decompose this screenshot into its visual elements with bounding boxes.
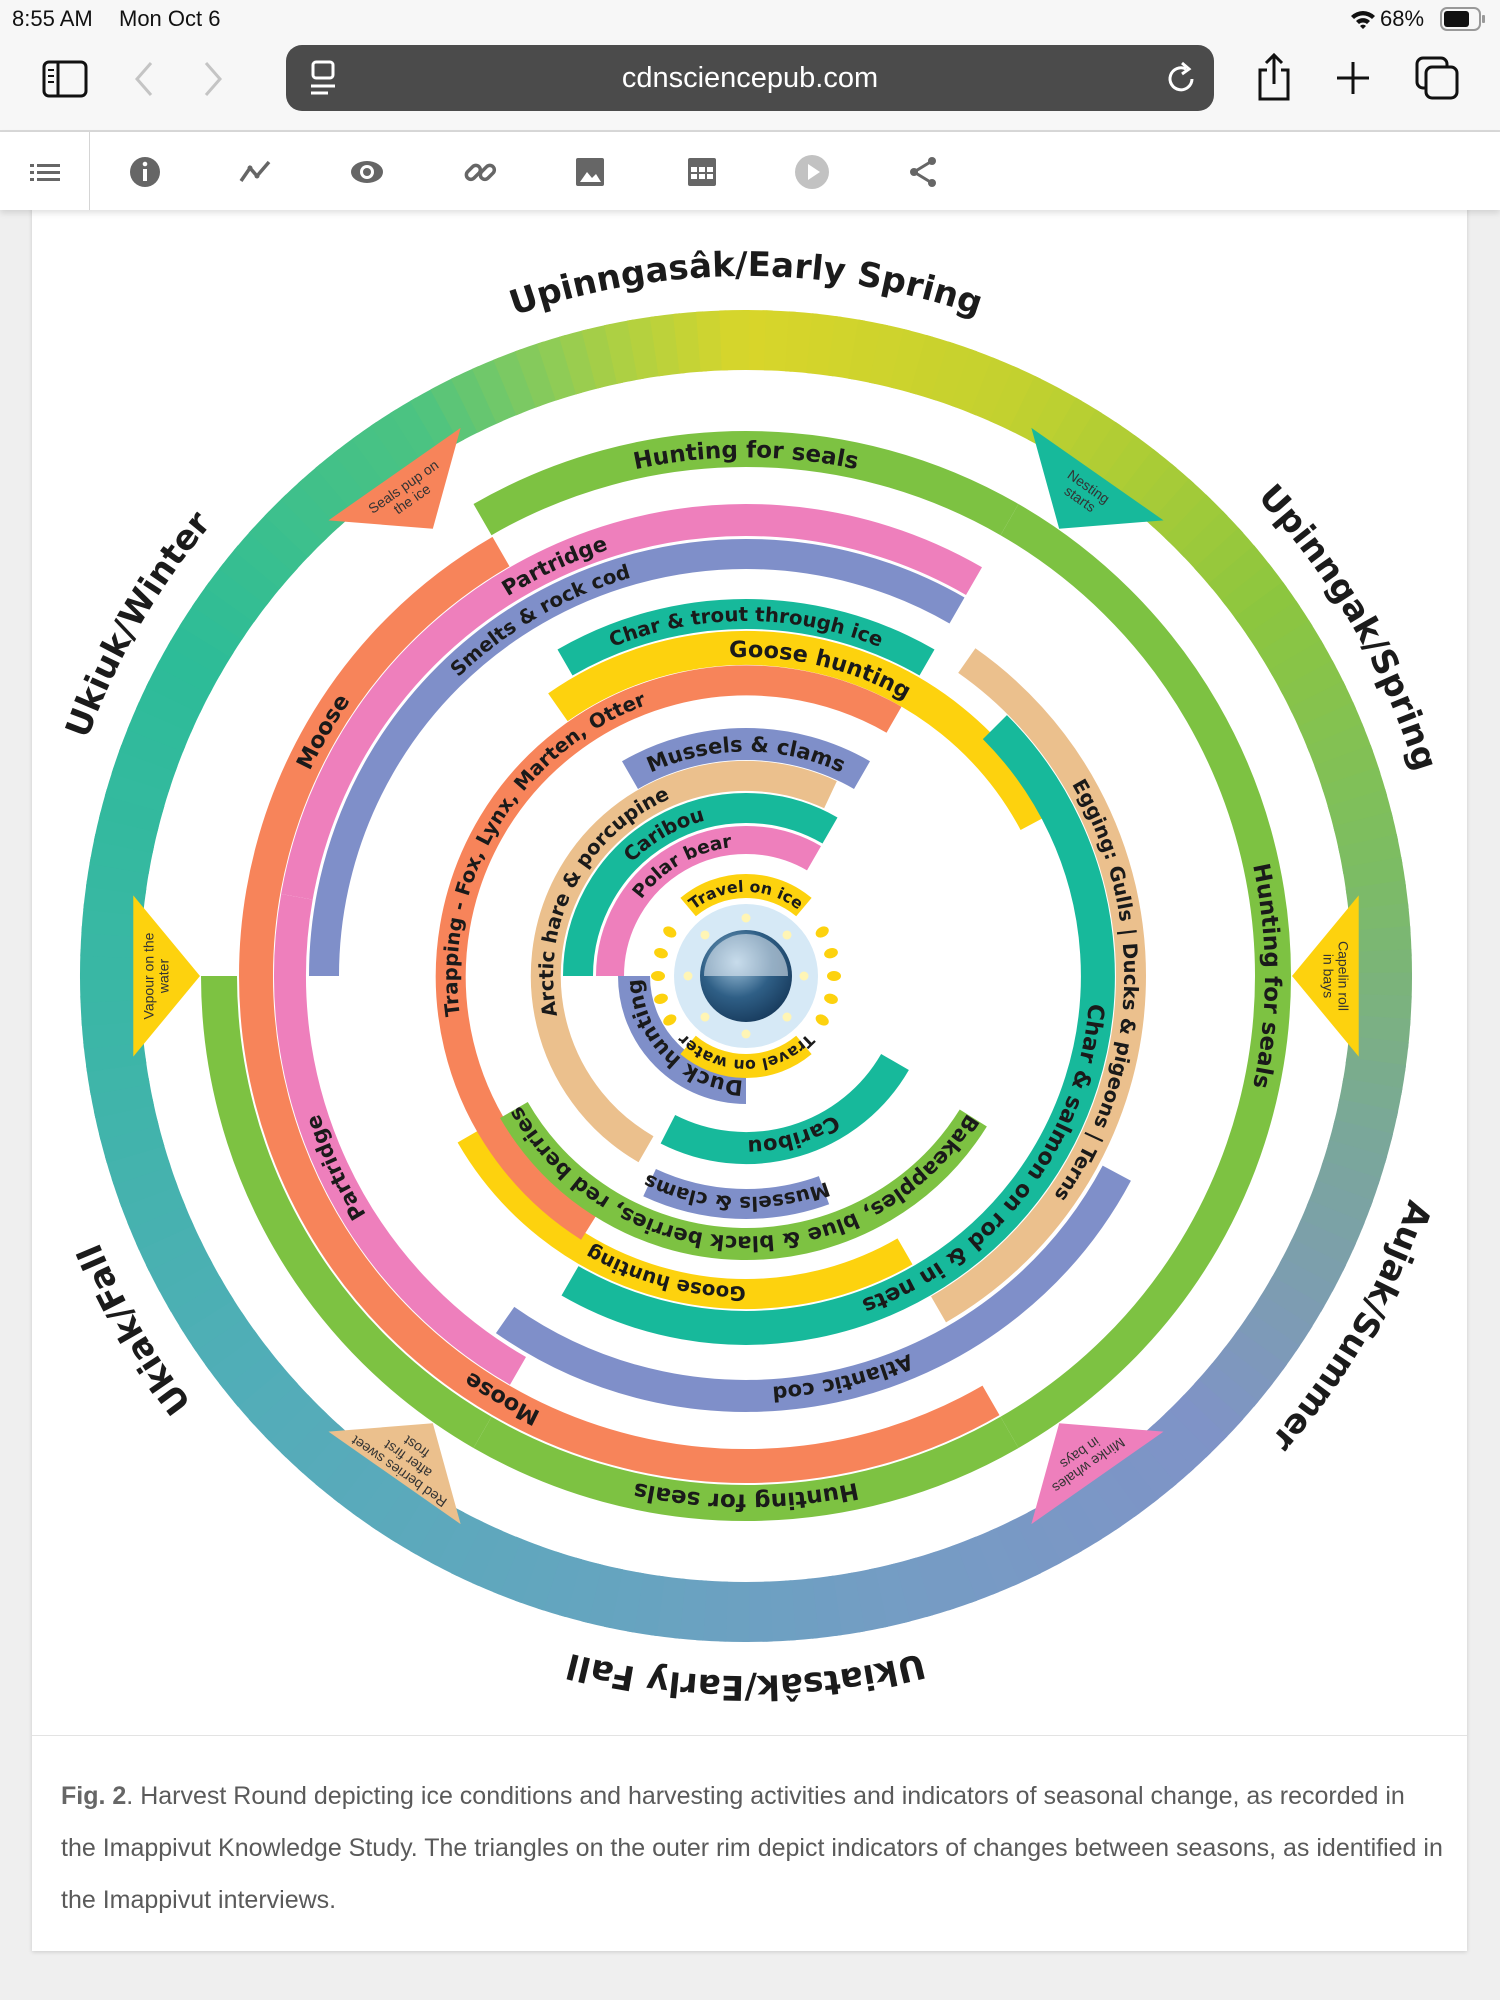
activity-arc (1000, 504, 1292, 1448)
indicator-line: in bays (1321, 954, 1337, 998)
toolbar-divider (89, 132, 90, 210)
url-text[interactable]: cdnsciencepub.com (621, 62, 879, 94)
activity-arc (281, 504, 982, 900)
indicator-line: water (156, 959, 172, 995)
info-icon[interactable] (127, 154, 163, 190)
dot-marker (700, 1012, 710, 1022)
image-icon[interactable] (572, 154, 608, 190)
metrics-icon[interactable] (238, 154, 274, 190)
season-ring-segment (719, 309, 750, 371)
link-icon[interactable] (462, 154, 498, 190)
forward-icon[interactable] (202, 60, 224, 98)
activity-label: Caribou (747, 1110, 844, 1160)
reload-icon[interactable] (1166, 61, 1198, 95)
dot-marker (741, 1029, 751, 1039)
indicator-line: Vapour on the (141, 932, 157, 1019)
activity-arc (561, 715, 1115, 1345)
season-label-text: Ukiatsâk/Early Fall (563, 1645, 930, 1707)
view-icon[interactable] (349, 154, 385, 190)
center-globe (651, 904, 841, 1048)
list-icon[interactable] (27, 154, 63, 190)
indicator-label: Capelin rollin bays (1321, 941, 1352, 1011)
activity-arc (680, 1035, 812, 1078)
activity-arc (473, 1416, 1019, 1521)
activity-arc (274, 894, 527, 1385)
browser-chrome: 8:55 AM Mon Oct 6 68% cdnsciencepub.com (0, 0, 1500, 132)
back-icon[interactable] (133, 60, 155, 98)
tabs-overview-icon[interactable] (1415, 56, 1459, 100)
activity-arc (530, 760, 837, 1163)
ice-cap-shape (704, 934, 788, 976)
figure-label: Fig. 2 (61, 1782, 127, 1810)
activity-arc (500, 1101, 987, 1261)
dot-marker (824, 993, 838, 1004)
activity-arc (435, 665, 902, 1240)
dot-marker (782, 930, 792, 940)
activity-arc (596, 826, 821, 977)
status-time: 8:55 AM (12, 6, 93, 31)
reader-icon[interactable] (308, 60, 338, 98)
figure-divider (32, 1735, 1467, 1736)
activity-arc (680, 874, 812, 917)
indicator-triangle (133, 895, 200, 1057)
indicator-triangle (328, 427, 461, 529)
activity-arc (457, 1127, 913, 1309)
dot-marker (651, 971, 665, 981)
dot-marker (683, 971, 693, 981)
activity-arc (930, 648, 1146, 1323)
activity-arc (548, 631, 1051, 830)
dot-marker (815, 1014, 829, 1026)
activity-arc (473, 431, 1019, 536)
dot-marker (663, 1014, 677, 1026)
play-icon[interactable] (794, 154, 830, 190)
table-icon[interactable] (684, 154, 720, 190)
activity-arc (309, 538, 965, 977)
share-icon[interactable] (1255, 52, 1293, 102)
dot-marker (782, 1012, 792, 1022)
caption-text: . Harvest Round depicting ice conditions… (61, 1782, 1443, 1914)
battery-percent: 68% (1380, 6, 1425, 31)
article-toolbar (0, 132, 1500, 210)
dot-marker (663, 926, 677, 938)
wifi-icon (1351, 11, 1375, 29)
status-date: Mon Oct 6 (119, 6, 221, 31)
dot-marker (824, 948, 838, 959)
share-network-icon[interactable] (905, 154, 941, 190)
battery-icon (1440, 7, 1485, 31)
dot-marker (741, 913, 751, 923)
indicator-triangle (1031, 1423, 1164, 1525)
activity-arc (239, 536, 510, 977)
figure-caption: Fig. 2. Harvest Round depicting ice cond… (61, 1770, 1446, 1926)
indicator-triangle (1031, 427, 1164, 529)
activity-arc (563, 793, 838, 977)
activity-label-text: Caribou (747, 1110, 844, 1160)
dot-marker (815, 926, 829, 938)
dot-marker (654, 948, 668, 959)
activity-arc (643, 1168, 830, 1219)
dot-marker (827, 971, 841, 981)
indicator-triangle (1292, 895, 1359, 1057)
sidebar-toggle-icon[interactable] (42, 60, 88, 98)
activity-arc (201, 975, 492, 1448)
address-bar[interactable]: cdnsciencepub.com (286, 45, 1214, 111)
indicator-line: Capelin roll (1336, 941, 1352, 1011)
activity-arc (622, 728, 870, 790)
activity-arc (660, 1053, 909, 1164)
activity-arc (239, 975, 1000, 1484)
dot-marker (799, 971, 809, 981)
activity-arc (495, 1165, 1131, 1412)
indicator-label: Vapour on thewater (141, 932, 172, 1019)
dot-marker (654, 993, 668, 1004)
activity-arc (618, 975, 747, 1104)
dot-marker (700, 930, 710, 940)
season-ring (79, 309, 1413, 1643)
indicator-triangle (328, 1423, 461, 1525)
activity-arc (557, 599, 935, 676)
new-tab-icon[interactable] (1336, 61, 1370, 95)
season-label: Ukiatsâk/Early Fall (563, 1645, 930, 1707)
